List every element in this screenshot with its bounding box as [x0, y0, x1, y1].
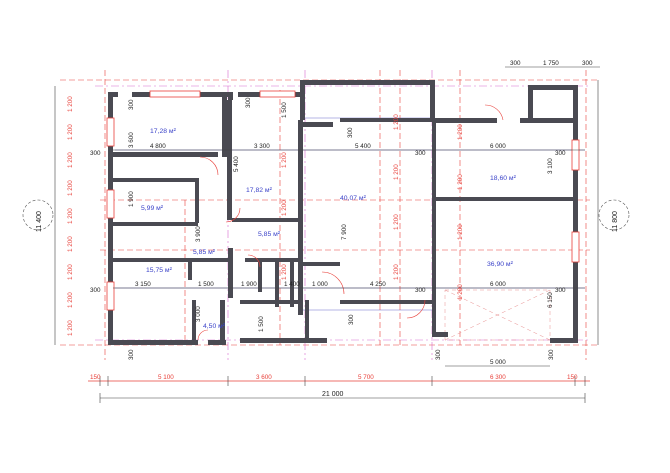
- room-area-label: 5,85 м²: [193, 249, 216, 256]
- wall-thickness-text: 300: [245, 97, 252, 108]
- room-area-label: 15,75 м²: [146, 267, 173, 274]
- room-area-label: 40,07 м²: [340, 195, 367, 202]
- room-area-label: 18,60 м²: [490, 175, 517, 182]
- dim-text: 3 100: [547, 158, 554, 174]
- dim-text: 1 900: [241, 281, 257, 288]
- dim-text: 5 400: [355, 143, 371, 150]
- module-text: 1 200: [67, 236, 74, 252]
- module-text: 1 200: [457, 224, 464, 240]
- dim-text: 1 500: [198, 281, 214, 288]
- dim-text: 300: [582, 60, 593, 67]
- dim-text: 5 000: [490, 359, 506, 366]
- wall-thickness-text: 300: [347, 127, 354, 138]
- wall-thickness-text: 300: [128, 99, 135, 110]
- dim-text: 6 150: [547, 292, 554, 308]
- dim-text: 6 000: [490, 143, 506, 150]
- dim-text: 3 600: [128, 132, 135, 148]
- dim-text: 1 500: [281, 102, 288, 118]
- dim-text: 300: [510, 60, 521, 67]
- construction-grid: [60, 70, 600, 360]
- module-text: 1 200: [67, 292, 74, 308]
- left-total-dimension: 11 400: [36, 211, 43, 232]
- right-total-dimension: 11 800: [612, 211, 619, 232]
- room-area-label: 17,82 м²: [246, 187, 273, 194]
- room-areas: 17,28 м² 17,82 м² 40,07 м² 18,60 м² 5,99…: [141, 128, 517, 330]
- module-text: 1 200: [281, 264, 288, 280]
- module-text: 1 200: [67, 180, 74, 196]
- module-text: 1 200: [281, 152, 288, 168]
- module-labels: 1 200 1 200 1 200 1 200 1 200 1 200 1 20…: [67, 96, 464, 336]
- module-text: 1 200: [281, 200, 288, 216]
- dim-text: 150: [567, 374, 578, 381]
- walls: [108, 80, 578, 345]
- module-text: 1 200: [393, 214, 400, 230]
- dim-text: 1 750: [543, 60, 559, 67]
- dim-text: 3 150: [135, 281, 151, 288]
- dim-text: 7 900: [341, 224, 348, 240]
- dim-text: 5 100: [158, 374, 174, 381]
- dim-text: 6 300: [490, 374, 506, 381]
- module-text: 1 200: [393, 164, 400, 180]
- dim-text: 150: [90, 374, 101, 381]
- module-text: 1 200: [393, 264, 400, 280]
- wall-thickness-text: 300: [348, 314, 355, 325]
- wall-thickness-text: 300: [415, 150, 426, 157]
- room-area-label: 36,90 м²: [487, 261, 514, 268]
- wall-thickness-text: 300: [90, 287, 101, 294]
- module-text: 1 200: [457, 174, 464, 190]
- dim-text: 3 000: [195, 306, 202, 322]
- top-dimensions: 300 1 750 300: [505, 60, 600, 68]
- terrace-hatch: [444, 289, 551, 341]
- room-area-label: 4,50 м²: [203, 323, 226, 330]
- total-width-dimension: 21 000: [322, 391, 344, 398]
- module-text: 1 200: [67, 208, 74, 224]
- room-area-label: 17,28 м²: [150, 128, 177, 135]
- dim-text: 3 600: [256, 374, 272, 381]
- module-text: 1 200: [67, 152, 74, 168]
- side-dimensions: 11 400 11 800: [22, 80, 630, 345]
- dim-text: 5 700: [358, 374, 374, 381]
- windows: [106, 90, 580, 311]
- wall-thickness-text: 300: [128, 349, 135, 360]
- room-area-label: 5,99 м²: [141, 205, 164, 212]
- dim-text: 5 400: [233, 156, 240, 172]
- dim-text: 4 800: [150, 143, 166, 150]
- module-text: 1 200: [67, 264, 74, 280]
- wall-thickness-text: 300: [90, 150, 101, 157]
- dim-text: 1 900: [128, 191, 135, 207]
- room-area-label: 5,85 м²: [258, 231, 281, 238]
- module-text: 1 200: [457, 284, 464, 300]
- dim-text: 6 000: [490, 281, 506, 288]
- module-text: 1 200: [457, 124, 464, 140]
- module-text: 1 200: [67, 96, 74, 112]
- dim-text: 3 900: [195, 226, 202, 242]
- dim-text: 1 500: [258, 316, 265, 332]
- wall-thickness-text: 300: [555, 287, 566, 294]
- dim-text: 1 000: [312, 281, 328, 288]
- wall-thickness-text: 300: [555, 150, 566, 157]
- wall-thickness-text: 300: [435, 349, 442, 360]
- module-text: 1 200: [67, 320, 74, 336]
- dim-text: 3 300: [254, 143, 270, 150]
- wall-labels: 300 300 300 300 300 300 300 300 300 300 …: [90, 97, 566, 360]
- door-swings: [197, 104, 504, 341]
- module-text: 1 200: [393, 114, 400, 130]
- interior-dimensions: 4 800 3 300 5 400 6 000 3 150 1 500 1 90…: [113, 102, 585, 367]
- dim-text: 1 400: [284, 281, 300, 288]
- dim-text: 4 250: [370, 281, 386, 288]
- module-text: 1 200: [67, 124, 74, 140]
- bottom-dimensions: 150 5 100 3 600 5 700 6 300 150 21 000: [88, 374, 590, 403]
- wall-thickness-text: 300: [548, 349, 555, 360]
- wall-thickness-text: 300: [415, 287, 426, 294]
